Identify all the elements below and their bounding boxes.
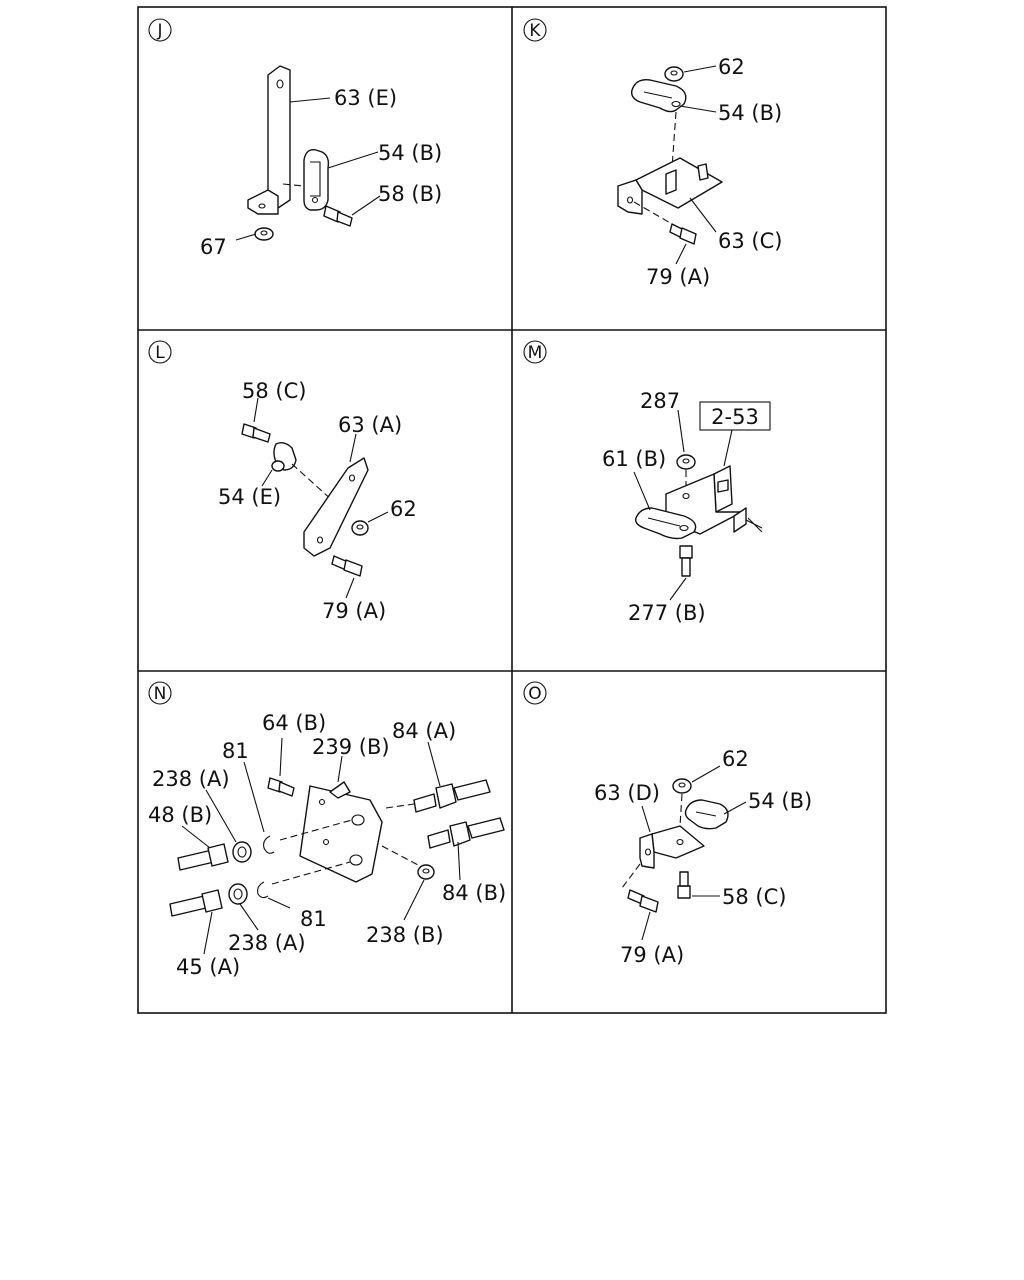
nut-62 (664, 66, 684, 82)
label-79a: 79 (A) (646, 265, 710, 289)
label-238a-lower: 238 (A) (228, 931, 306, 955)
label-54b: 54 (B) (718, 101, 782, 125)
label-277b: 277 (B) (628, 601, 706, 625)
grid-frame (137, 6, 887, 1014)
label-48b: 48 (B) (148, 803, 212, 827)
panel-o: O (523, 681, 812, 967)
bolt-64b (267, 777, 295, 797)
label-84a: 84 (A) (392, 719, 456, 743)
plate-239b (299, 781, 383, 883)
panel-id-l: L (148, 340, 172, 364)
panel-id-j: J (148, 18, 172, 42)
svg-text:O: O (528, 684, 541, 704)
cable-end-84a (413, 779, 491, 813)
bolt-58b (323, 205, 353, 227)
label-62: 62 (718, 55, 745, 79)
panel-id-k: K (523, 18, 547, 42)
bolt-58c (241, 423, 271, 443)
label-45a: 45 (A) (176, 955, 240, 979)
label-239b: 239 (B) (312, 735, 390, 759)
label-63c: 63 (C) (718, 229, 782, 253)
panel-id-o: O (523, 681, 547, 705)
label-67: 67 (200, 235, 227, 259)
label-79a: 79 (A) (322, 599, 386, 623)
clip-81-lower (257, 881, 269, 899)
label-64b: 64 (B) (262, 711, 326, 735)
cable-end-84b (427, 817, 505, 849)
clip-54b (684, 799, 729, 830)
nut-238b (417, 864, 435, 880)
nut-67 (254, 227, 274, 241)
label-54e: 54 (E) (218, 485, 281, 509)
nut-287 (676, 454, 696, 470)
svg-text:J: J (156, 21, 162, 41)
label-81-upper: 81 (222, 739, 249, 763)
nut-62 (351, 520, 369, 536)
nut-62 (672, 778, 692, 794)
clip-54e (271, 441, 297, 472)
svg-text:2-53: 2-53 (711, 405, 759, 429)
label-84b: 84 (B) (442, 881, 506, 905)
pin-48b (177, 843, 229, 871)
bolt-277b (679, 545, 693, 577)
bracket-63e (247, 65, 291, 215)
bolt-79a (627, 889, 659, 913)
panel-k: K 62 54 (B) (523, 18, 782, 289)
svg-text:K: K (529, 21, 541, 41)
panel-id-n: N (148, 681, 172, 705)
svg-text:M: M (528, 343, 543, 363)
label-63e: 63 (E) (334, 86, 397, 110)
bracket-63a (303, 457, 369, 557)
svg-text:L: L (155, 343, 165, 363)
label-54b: 54 (B) (378, 141, 442, 165)
reference-box-2-53: 2-53 (699, 401, 771, 431)
clip-81-upper (263, 835, 275, 854)
label-58b: 58 (B) (378, 182, 442, 206)
label-62: 62 (390, 497, 417, 521)
label-63a: 63 (A) (338, 413, 402, 437)
bracket-63d (639, 825, 705, 869)
label-58c: 58 (C) (242, 379, 306, 403)
bushing-238a-lower (228, 883, 248, 905)
panel-m: M 2-53 (523, 340, 771, 625)
label-54b: 54 (B) (748, 789, 812, 813)
label-81-lower: 81 (300, 907, 327, 931)
label-58c: 58 (C) (722, 885, 786, 909)
label-287: 287 (640, 389, 680, 413)
label-79a: 79 (A) (620, 943, 684, 967)
clip-54b (630, 79, 687, 113)
bolt-58c (677, 871, 691, 899)
clip-61b (634, 507, 697, 540)
panel-id-m: M (523, 340, 547, 364)
label-61b: 61 (B) (602, 447, 666, 471)
label-238a-upper: 238 (A) (152, 767, 230, 791)
label-63d: 63 (D) (594, 781, 660, 805)
bracket-63c (617, 157, 723, 215)
clip-54b (303, 149, 330, 211)
panel-j: J 63 (E) 54 (B) 58 (B (148, 18, 442, 259)
pin-45a (169, 889, 223, 917)
svg-text:N: N (154, 684, 167, 704)
panel-l: L 58 (C) (148, 340, 417, 623)
bolt-79a (669, 223, 697, 245)
label-238b: 238 (B) (366, 923, 444, 947)
bushing-238a-upper (232, 841, 252, 863)
label-62: 62 (722, 747, 749, 771)
panel-n: N (148, 681, 506, 979)
bolt-79a (331, 555, 363, 577)
